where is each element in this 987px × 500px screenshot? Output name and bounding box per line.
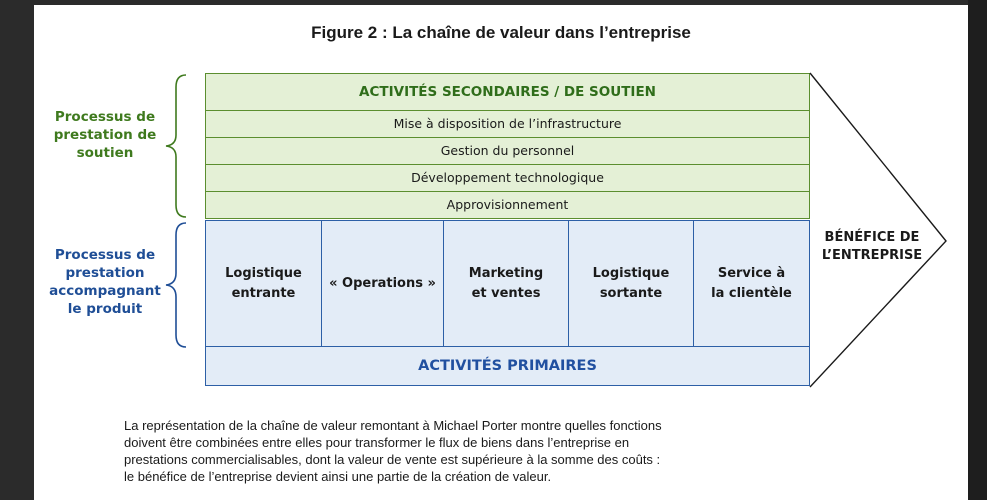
support-activity-row: Gestion du personnel [205,138,810,165]
primary-activity-cell: Marketing et ventes [444,221,569,346]
support-brace-icon [165,74,187,218]
product-brace-icon [165,222,187,348]
product-process-label-line: Processus de [54,247,156,263]
support-process-label-line: soutien [76,145,134,161]
support-activity-row: Approvisionnement [205,192,810,219]
product-process-label: Processus de prestation accompagnant le … [42,246,168,318]
benefit-line: L’ENTREPRISE [821,248,923,263]
product-process-label-line: accompagnant [49,283,161,299]
primary-activity-cell: Logistique entrante [206,221,322,346]
figure-title: Figure 2 : La chaîne de valeur dans l’en… [311,23,691,42]
caption-line: La représentation de la chaîne de valeur… [124,418,662,433]
primary-activity-cell: « Operations » [322,221,444,346]
product-process-label-line: le produit [67,301,143,317]
primary-activity-cell: Service à la clientèle [711,265,792,301]
benefit-line: BÉNÉFICE DE [824,230,920,245]
support-activity-row: Mise à disposition de l’infrastructure [205,111,810,138]
primary-activities-footer: ACTIVITÉS PRIMAIRES [205,347,810,386]
support-process-label: Processus de prestation de soutien [42,108,168,162]
support-activities-header: ACTIVITÉS SECONDAIRES / DE SOUTIEN [205,73,810,111]
document-page: Figure 2 : La chaîne de valeur dans l’en… [34,5,968,500]
enterprise-benefit-label: BÉNÉFICE DE L’ENTREPRISE [814,229,930,265]
primary-activities-block: Logistique entrante « Operations » Marke… [205,220,810,347]
right-scrollbar-strip[interactable] [968,0,987,500]
support-process-label-line: Processus de [54,109,156,125]
caption-line: prestations commercialisables, dont la v… [124,452,661,467]
support-process-label-line: prestation de [53,127,157,143]
left-background-strip [0,0,34,500]
product-process-label-line: prestation [65,265,145,281]
figure-caption: La représentation de la chaîne de valeur… [124,417,824,485]
value-chain-arrow-head [809,72,947,388]
primary-activity-cell: Logistique sortante [569,221,694,346]
support-activities-block: ACTIVITÉS SECONDAIRES / DE SOUTIEN Mise … [205,73,810,219]
caption-line: le bénéfice de l’entreprise devient ains… [124,469,552,484]
caption-line: doivent être combinées entre elles pour … [124,435,630,450]
support-activity-row: Développement technologique [205,165,810,192]
